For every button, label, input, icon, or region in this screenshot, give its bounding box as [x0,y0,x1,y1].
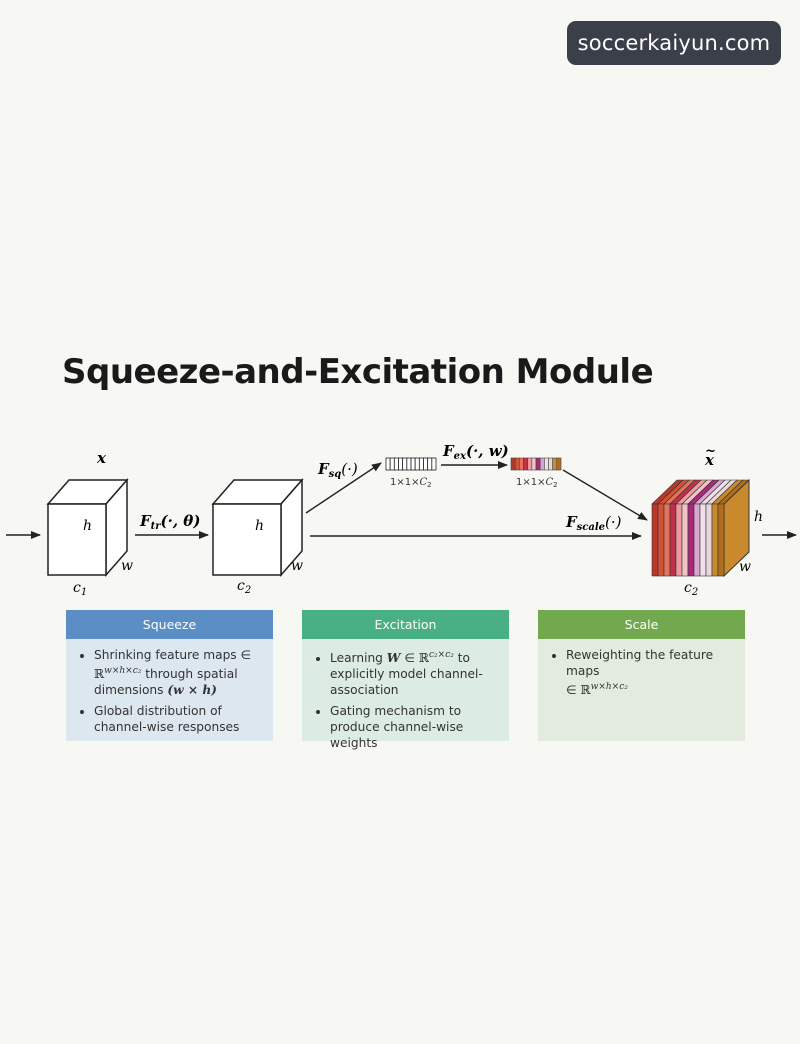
output-cube-front-slice [717,503,725,577]
input-c-label: c1 [73,580,87,598]
squeeze-card: Squeeze Shrinking feature maps ∈ ℝw×h×c₂… [66,610,273,741]
output-w-label: w [739,559,751,575]
ex-vector-cell [531,457,537,471]
squeeze-card-list: Shrinking feature maps ∈ ℝw×h×c₂ through… [66,639,273,735]
scale-bullet-1: Reweighting the feature maps∈ ℝw×h×c₂ [566,647,735,698]
output-cube-front-slice [651,503,659,577]
input-w-label: w [121,558,133,574]
feature-map-cube [211,478,304,577]
ex-vector-cell [510,457,516,471]
ex-vector-cell [556,457,562,471]
sq-vector-cell [427,457,433,471]
ex-vector-cell [552,457,558,471]
sq-vector-cell [431,457,437,471]
sq-vector-cell [423,457,429,471]
sq-vector-cell [410,457,416,471]
sq-vector-dim: 1×1×C2 [390,477,432,489]
squeezed-vector [385,457,437,471]
squeeze-bullet-1: Shrinking feature maps ∈ ℝw×h×c₂ through… [94,647,263,698]
scale-card-list: Reweighting the feature maps∈ ℝw×h×c₂ [538,639,745,698]
output-cube-front-slice [669,503,677,577]
input-cube [46,478,129,577]
output-cube-front-slice [705,503,713,577]
output-cube-front-slice [711,503,719,577]
ex-vector-cell [548,457,553,471]
scale-card-header: Scale [538,610,745,639]
mid-w-label: w [291,558,303,574]
input-h-label: h [83,518,92,534]
sq-vector-cell [406,457,412,471]
page-title: Squeeze-and-Excitation Module [62,352,654,392]
fex-label: Fex(·, w) [442,442,509,462]
fscale-label: Fscale(·) [565,513,622,533]
excitation-card: Excitation Learning W ∈ ℝc₂×c₂ to explic… [302,610,509,750]
sq-vector-cell [385,457,391,471]
ex-vector-cell [535,457,541,471]
mid-c-label: c2 [237,578,251,596]
squeeze-card-header: Squeeze [66,610,273,639]
output-cube-front-slice [657,503,665,577]
excitation-card-list: Learning W ∈ ℝc₂×c₂ to explicitly model … [302,639,509,751]
output-tilde: ~ [705,444,716,459]
ex-vector-dim: 1×1×C2 [516,477,558,489]
ex-vector-cell [544,457,549,471]
squeeze-bullet-2: Global distribution of channel-wise resp… [94,703,263,735]
output-cube-front-slice [663,503,671,577]
fsq-arrow [305,462,382,514]
mid-h-label: h [255,518,264,534]
sq-vector-cell [418,457,424,471]
excitation-bullet-2: Gating mechanism to produce channel-wise… [330,703,499,751]
output-cube-front-slice [693,503,701,577]
sq-vector-cell [389,457,395,471]
ex-vector-cell [539,457,545,471]
sq-vector-cell [414,457,420,471]
excitation-vector [510,457,562,471]
ex-vector-cell [527,457,533,471]
excitation-bullet-1: Learning W ∈ ℝc₂×c₂ to explicitly model … [330,647,499,698]
sq-vector-cell [398,457,404,471]
ex-vector-cell [514,457,520,471]
output-label: x [704,451,715,469]
ex-vector-cell [519,457,524,471]
input-label: x [96,449,107,467]
output-cube-front-slice [675,503,683,577]
ex-vector-cell [523,457,528,471]
fsq-label: Fsq(·) [317,460,358,480]
output-cube-front-slice [681,503,689,577]
output-h-label: h [754,509,763,525]
weights-to-scale-arrow [562,469,648,521]
watermark: soccerkaiyun.com [567,21,781,65]
output-cube-front-slice [687,503,695,577]
sq-vector-cell [402,457,408,471]
output-cube [651,478,750,578]
scale-card: Scale Reweighting the feature maps∈ ℝw×h… [538,610,745,741]
ftr-label: Ftr(·, θ) [139,512,200,532]
output-c-label: c2 [684,580,698,598]
excitation-card-header: Excitation [302,610,509,639]
se-module-diagram: x h w c1 Ftr(·, θ) h w c2 Fsq(·) 1×1×C2 … [6,442,797,598]
sq-vector-cell [393,457,399,471]
output-cube-front-slice [699,503,707,577]
